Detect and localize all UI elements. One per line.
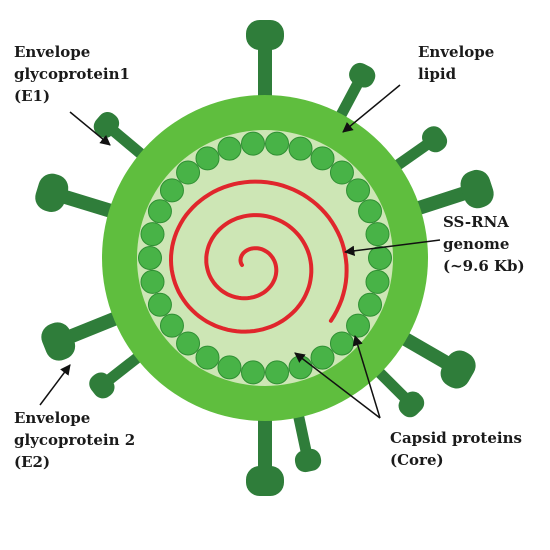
capsid-protein (159, 178, 184, 203)
glycoprotein-spike (41, 307, 129, 361)
capsid-protein (240, 131, 265, 156)
capsid-protein (346, 313, 371, 338)
glycoprotein-spike (246, 20, 284, 108)
capsid-protein (176, 160, 201, 185)
capsid-protein (346, 178, 371, 203)
glycoprotein-spike (35, 173, 124, 221)
capsid-protein (147, 292, 172, 317)
capsid-protein (147, 199, 172, 224)
capsid-protein (159, 313, 184, 338)
capsid-protein (329, 160, 354, 185)
envelope-glycoproteins (35, 20, 494, 496)
arrow-capsid-1 (294, 352, 381, 419)
capsid-protein (265, 131, 290, 156)
capsid-protein (365, 222, 390, 247)
capsid-protein-ring (138, 131, 392, 385)
capsid-protein (358, 199, 383, 224)
capsid-protein (138, 246, 162, 270)
arrow-rna (343, 239, 441, 257)
capsid-protein (217, 355, 242, 380)
arrow-e1 (69, 111, 111, 146)
capsid-protein (195, 146, 220, 171)
capsid-protein (368, 246, 392, 270)
label-ss-rna-genome: SS-RNA genome (~9.6 Kb) (443, 213, 525, 275)
label-capsid-proteins: Capsid proteins (Core) (390, 429, 527, 469)
capsid-protein (140, 269, 165, 294)
capsid-protein (329, 331, 354, 356)
virus-interior (137, 130, 393, 386)
capsid-protein (310, 146, 335, 171)
label-envelope-glycoprotein-1: Envelope glycoprotein1 (E1) (14, 43, 135, 105)
capsid-protein (265, 360, 290, 385)
capsid-protein (195, 345, 220, 370)
label-envelope-glycoprotein-2: Envelope glycoprotein 2 (E2) (14, 409, 140, 471)
arrow-capsid-2 (352, 334, 381, 419)
arrow-lipid (342, 84, 401, 133)
ss-rna-genome-spiral (168, 179, 349, 334)
capsid-protein (365, 269, 390, 294)
capsid-protein (358, 292, 383, 317)
label-envelope-lipid: Envelope lipid (418, 43, 500, 83)
capsid-protein (140, 222, 165, 247)
capsid-protein (217, 136, 242, 161)
capsid-protein (176, 331, 201, 356)
capsid-protein (240, 360, 265, 385)
capsid-protein (288, 136, 313, 161)
annotation-arrows (39, 84, 441, 419)
glycoprotein-spike (405, 169, 494, 219)
glycoprotein-spike (246, 408, 284, 496)
arrow-e2 (39, 364, 71, 406)
capsid-protein (288, 355, 313, 380)
capsid-protein (310, 345, 335, 370)
